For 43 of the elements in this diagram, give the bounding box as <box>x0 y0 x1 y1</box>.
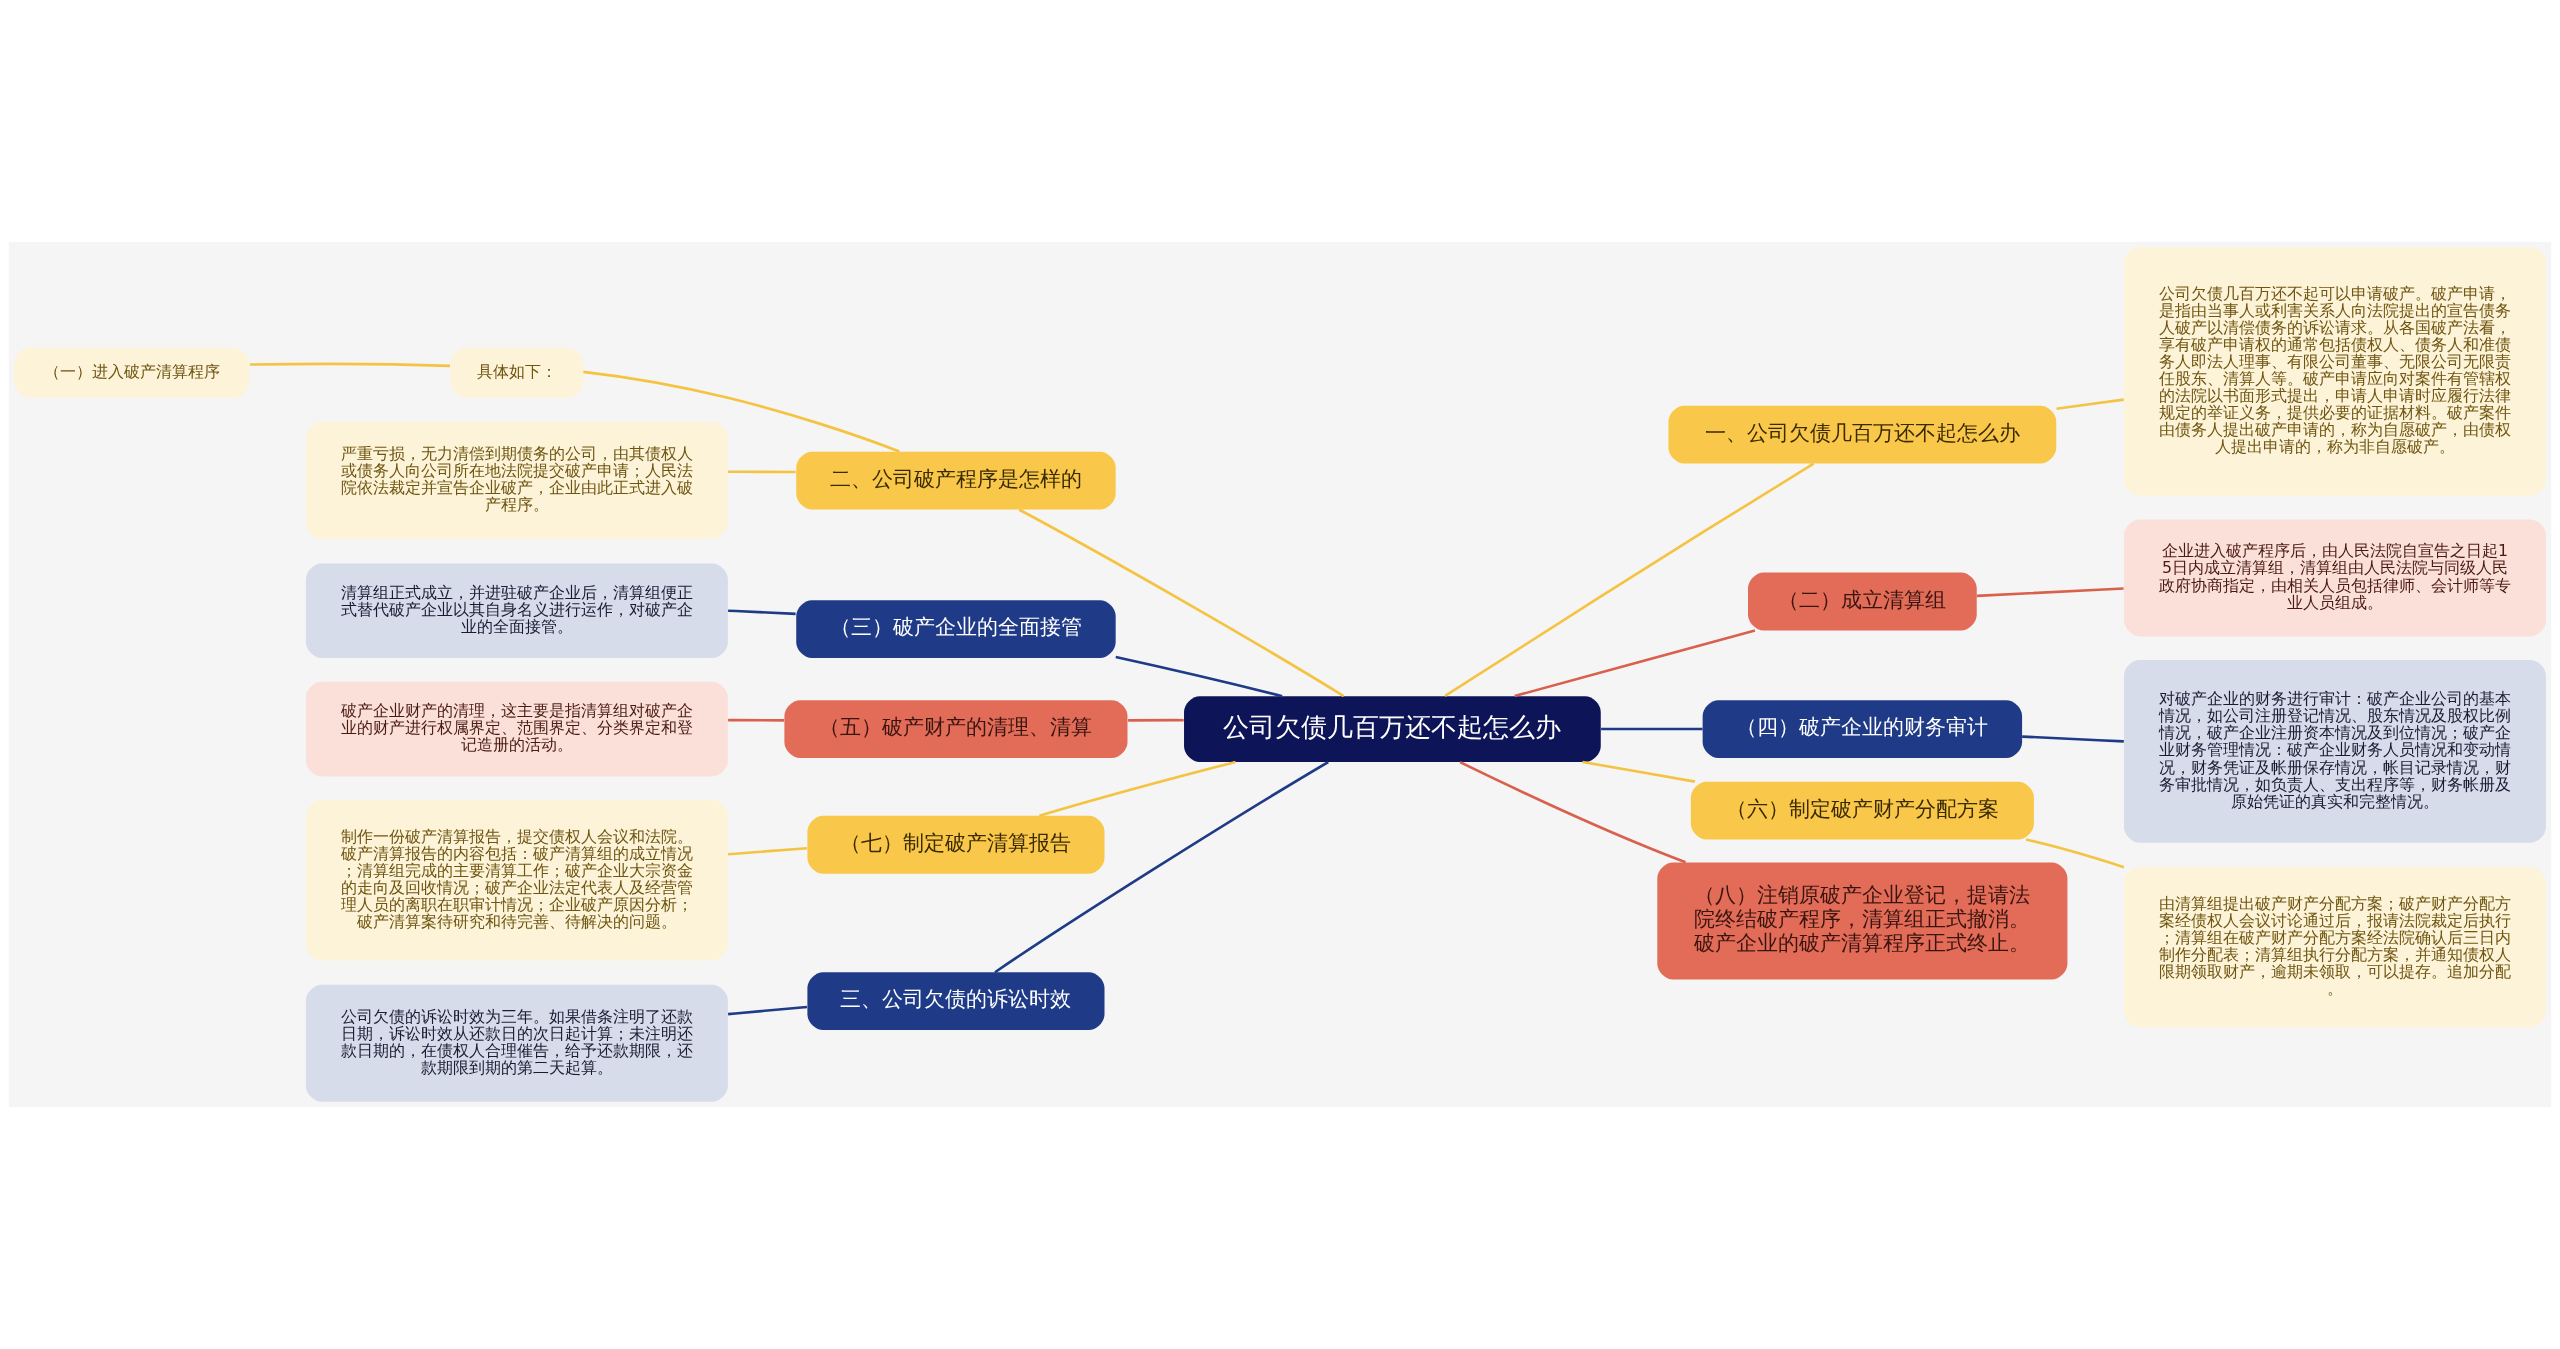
connector <box>1128 718 1184 722</box>
connector <box>1459 761 1686 864</box>
node-box: 公司欠债几百万还不起可以申请破产。破产申请，是指由当事人或利害关系人向法院提出的宣告债务人破产以清偿债务的诉讼请求。从各国破产法看，享有破产申请权的通常包括债权人、债务人和准债务人即法人理事、有限公司董事、无限公司无限责任股东、清算人等。破产申请应向对案件有管辖权的法院以书面形式提出，申请人申请时应履行法律规定的举证义务，提供必要的证据材料。破产案件由债务人提出破产申请的，称为自愿破产，由债权人提出申请的，称为非自愿破产。 <box>2123 247 2546 496</box>
node-box: （五）破产财产的清理、清算 <box>784 700 1128 758</box>
node-box: （七）制定破产清算报告 <box>807 815 1105 874</box>
node-box: 具体如下： <box>450 347 584 398</box>
node-box: 严重亏损，无力清偿到期债务的公司，由其债权人或债务人向公司所在地法院提交破产申请；人民法院依法裁定并宣告企业破产，企业由此正式进入破产程序。 <box>305 422 728 540</box>
node-box: （六）制定破产财产分配方案 <box>1690 781 2034 840</box>
node-box: （八）注销原破产企业登记，提请法院终结破产程序，清算组正式撤消。破产企业的破产清算程序正式终止。 <box>1657 862 2068 980</box>
connector <box>2056 398 2124 410</box>
connector <box>1115 655 1283 698</box>
node-box: （二）成立清算组 <box>1748 572 1977 631</box>
node-box: 破产企业财产的清理，这主要是指清算组对破产企业的财产进行权属界定、范围界定、分类界定和登记造册的活动。 <box>305 681 728 777</box>
node-box: 清算组正式成立，并进驻破产企业后，清算组便正式替代破产企业以其自身名义进行运作，对破产企业的全面接管。 <box>305 563 728 659</box>
connector <box>994 760 1329 974</box>
node-box: 二、公司破产程序是怎样的 <box>796 451 1116 510</box>
node-box: 一、公司欠债几百万还不起怎么办 <box>1668 405 2057 464</box>
connector <box>1018 508 1345 698</box>
node-box: 制作一份破产清算报告，提交债权人会议和法院。破产清算报告的内容包括：破产清算组的成立情况；清算组完成的主要清算工作；破产企业大宗资金的走向及回收情况；破产企业法定代表人及经营管理人员的离职在职审计情况；企业破产原因分析；破产清算案待研究和待完善、待解决的问题。 <box>305 800 728 961</box>
connector <box>1514 629 1756 698</box>
node-box: 公司欠债几百万还不起怎么办 <box>1184 696 1601 762</box>
connector <box>728 470 796 474</box>
connector <box>1444 462 1815 698</box>
connector <box>2025 838 2125 869</box>
connector <box>583 370 900 453</box>
node-box: 三、公司欠债的诉讼时效 <box>807 972 1105 1031</box>
node-box: 对破产企业的财务进行审计：破产企业公司的基本情况，如公司注册登记情况、股东情况及股权比例情况，破产企业注册资本情况及到位情况；破产企业财务管理情况：破产企业财务人员情况和变动情况，财务凭证及帐册保存情况，帐目记录情况，财务审批情况，如负责人、支出程序等，财务帐册及原始凭证的真实和完整情况。 <box>2123 660 2546 843</box>
connector <box>1582 760 1696 783</box>
connector <box>728 609 796 616</box>
node-box: （四）破产企业的财务审计 <box>1702 700 2023 758</box>
node-box: 公司欠债的诉讼时效为三年。如果借条注明了还款日期，诉讼时效从还款日的次日起计算；未注明还款日期的，在债权人合理催告，给予还款期限，还款期限到期的第二天起算。 <box>305 984 728 1102</box>
connector <box>249 362 451 368</box>
connector <box>728 1005 808 1016</box>
connector <box>1039 760 1236 817</box>
connector <box>1976 587 2124 598</box>
node-box: （三）破产企业的全面接管 <box>796 600 1116 659</box>
connector <box>1601 727 1703 731</box>
node-box: 企业进入破产程序后，由人民法院自宣告之日起15日内成立清算组，清算组由人民法院与同级人民政府协商指定，由相关人员包括律师、会计师等专业人员组成。 <box>2123 519 2546 637</box>
connector <box>728 718 785 722</box>
connector <box>2022 735 2124 743</box>
connector <box>728 847 808 856</box>
node-box: 由清算组提出破产财产分配方案；破产财产分配方案经债权人会议讨论通过后，报请法院裁定后执行；清算组在破产财产分配方案经法院确认后三日内制作分配表；清算组执行分配方案，并通知债权人限期领取财产，逾期未领取，可以提存。追加分配。 <box>2123 867 2546 1028</box>
node-box: （一）进入破产清算程序 <box>14 347 250 398</box>
